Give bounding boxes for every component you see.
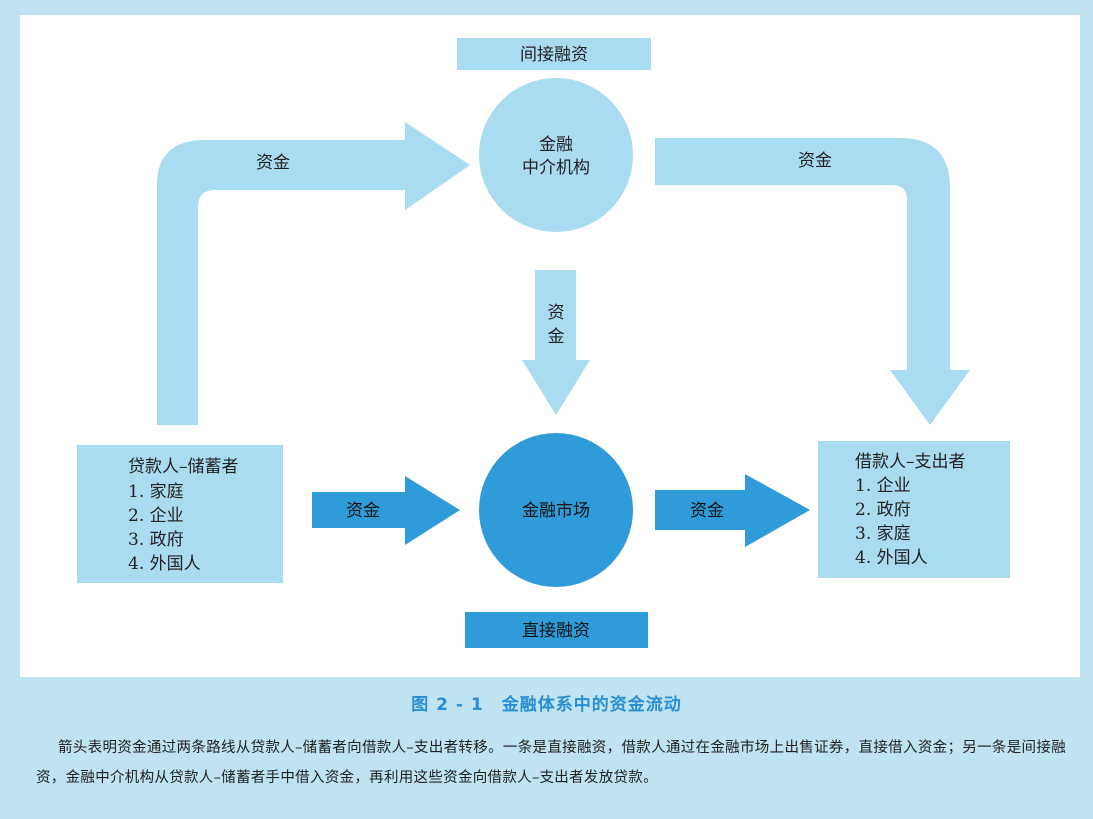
arrow-label-vertical-1: 资 [548,303,565,323]
indirect-finance-box [457,38,651,70]
lender-title: 贷款人–储蓄者 [128,457,239,477]
intermediary-label-line2: 中介机构 [522,158,590,178]
arrow-label-intermediary-borrower: 资金 [798,151,832,171]
lender-item: 1. 家庭 [128,482,184,502]
lender-item: 3. 政府 [128,530,184,550]
figure-caption: 箭头表明资金通过两条路线从贷款人–储蓄者向借款人–支出者转移。一条是直接融资，借… [36,740,1066,786]
arrow-label-lender-intermediary: 资金 [256,153,290,173]
figure-title: 图 2 - 1 金融体系中的资金流动 [411,695,682,715]
arrow-intermediary-to-market [522,270,590,415]
market-label: 金融市场 [522,501,590,521]
arrow-market-to-borrower [655,474,810,547]
financial-intermediary-node [479,78,633,232]
intermediary-label-line1: 金融 [539,135,573,155]
lender-savers-box [77,445,283,583]
arrow-lender-to-market [312,476,460,545]
borrower-item: 4. 外国人 [855,548,928,568]
borrower-item: 3. 家庭 [855,524,911,544]
borrower-spenders-box [818,441,1010,578]
borrower-item: 1. 企业 [855,476,911,496]
lender-item: 2. 企业 [128,506,184,526]
arrow-label-lender-market: 资金 [346,501,380,521]
arrow-label-market-borrower: 资金 [690,501,724,521]
arrow-intermediary-to-borrower [655,138,970,425]
indirect-finance-label: 间接融资 [520,45,588,65]
direct-finance-box [465,612,648,648]
arrow-label-vertical-2: 金 [548,327,565,347]
lender-item: 4. 外国人 [128,554,201,574]
borrower-title: 借款人–支出者 [855,452,966,472]
direct-finance-label: 直接融资 [522,621,590,641]
borrower-item: 2. 政府 [855,500,911,520]
financial-market-node [479,433,633,587]
arrow-lender-to-intermediary [157,122,470,425]
